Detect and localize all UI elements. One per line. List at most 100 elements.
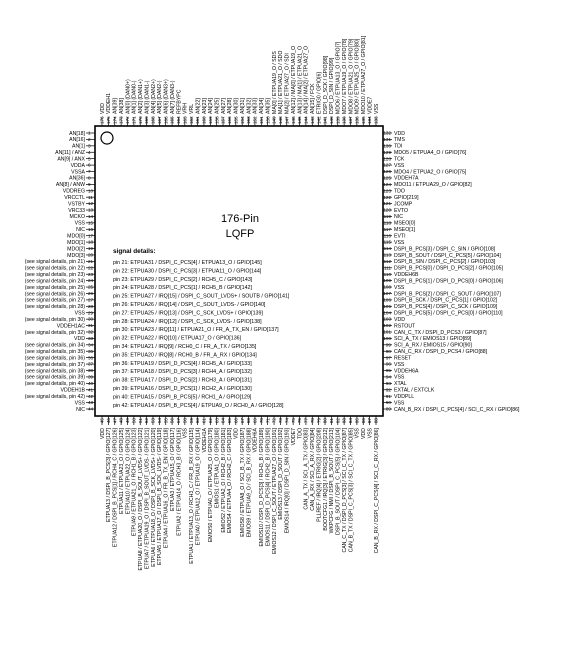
pin-number: 12: [88, 201, 94, 206]
pin-number: 1: [88, 131, 91, 136]
pin-label: (see signal details, pin 35): [25, 349, 86, 355]
pin-label: AN[9] / ANX: [57, 156, 85, 162]
pin-number: 154: [240, 116, 245, 124]
pin-label: VDDE7: [291, 428, 297, 445]
pin-label: ETPUA8 / ETPUA20_O / DSPI_B_SOUT_LVDS+ /…: [138, 427, 144, 570]
pin-label: VDDEH1AC: [57, 323, 86, 329]
pin-label: CAN_A_TX / SCI_A_TX / GPIO[83]: [304, 427, 310, 509]
pin-number: 114: [384, 246, 392, 251]
pin-number: 42: [88, 394, 94, 399]
pin-label: RSTOUT: [394, 323, 416, 329]
signal-details-list: pin 21: ETPUA31 / DSPI_C_PCS[4] / ETPUA1…: [113, 260, 290, 409]
pin-number: 46: [106, 418, 111, 424]
pin-label: MDO9 / ETPUA25_O / GPIO[80]: [355, 38, 361, 114]
pin1-indicator: [100, 131, 114, 145]
pin-label: VDDPLL: [394, 394, 414, 400]
pin-label: MDO5 / ETPUA4_O / GPIO[76]: [394, 150, 467, 156]
pin-label: AN[18]: [69, 131, 85, 137]
pin-number: 122: [383, 195, 391, 200]
pin-label: AN[32]: [246, 98, 252, 114]
pin-label: TMS: [394, 137, 405, 143]
pin-label: VDDA: [71, 163, 86, 169]
pin-label: (see signal details, pin 34): [25, 343, 86, 349]
pin-label: VDD: [74, 336, 85, 342]
pin-number: 135: [361, 116, 366, 124]
pin-label: EMIOS2 / ETPUA2_O / RCH2_B / GPIO[181]: [221, 427, 227, 532]
pin-number: 160: [202, 116, 207, 124]
pin-number: 99: [386, 342, 392, 347]
pin-label: (see signal details, pin 25): [25, 285, 86, 291]
pin-label: AN[14] / MA[2] / ETPUA27_O: [304, 46, 310, 114]
pin-label: (see signal details, pin 32): [25, 330, 86, 336]
pin-label: MDO6 / ETPUA13_O / GPIO[7]: [336, 41, 342, 114]
pin-label: AN[39]: [113, 98, 119, 114]
pin-label: NIC: [394, 214, 403, 220]
pin-number: 23: [88, 272, 94, 277]
pin-label: (see signal details, pin 23): [25, 272, 86, 278]
pin-label: (see signal details, pin 39): [25, 375, 86, 381]
pin-label: PLLREF / IRQ[4] / ETRIG[2] / GPIO[208]: [316, 427, 322, 521]
pin-label: VSS: [394, 240, 405, 246]
pin-label: VRL: [189, 104, 195, 114]
pin-label: VDD: [361, 428, 367, 439]
pin-label: AN[12] / MA[0] / ETPUA19_O: [291, 46, 297, 114]
pin-number: 60: [195, 418, 200, 424]
pin-number: 76: [297, 418, 302, 424]
pin-label: MA[0] / ETPUA19_O / SDS: [272, 51, 278, 114]
pin-label: AN[27]: [221, 98, 227, 114]
pin-number: 8: [88, 176, 91, 181]
pin-number: 79: [316, 418, 321, 424]
pin-number: 137: [348, 116, 353, 124]
pin-number: 107: [383, 291, 391, 296]
pin-number: 64: [221, 418, 226, 424]
pin-number: 116: [384, 233, 392, 238]
pin-number: 31: [88, 323, 94, 328]
pin-label: JCOMP: [394, 201, 413, 207]
pin-number: 15: [88, 220, 94, 225]
pin-number: 95: [386, 368, 392, 373]
pin-label: CAN_B_RX / DSPI_C_PCS[4] / SCI_C_RX / GP…: [374, 427, 380, 553]
signal-detail-line: pin 26: ETPUA26 / IRQ[14] / DSPI_C_SOUT_…: [113, 302, 266, 308]
pin-number: 58: [182, 418, 187, 424]
pin-number: 35: [88, 349, 94, 354]
pin-number: 142: [316, 116, 321, 124]
pin-label: AN[4] (DAN2+): [151, 79, 157, 114]
pin-number: 4: [88, 150, 91, 155]
pin-number: 141: [323, 116, 328, 124]
pin-number: 108: [383, 285, 391, 290]
pin-label: AN[22]: [195, 98, 201, 114]
pin-number: 30: [88, 317, 94, 322]
signal-detail-line: pin 42: ETPUA14 / DSPI_B_PCS[4] / ETPUA9…: [113, 403, 284, 409]
pin-number: 85: [354, 418, 359, 424]
pin-label: TDO: [394, 189, 405, 195]
pin-label: VDD: [100, 103, 106, 114]
pin-number: 91: [386, 394, 392, 399]
pin-number: 9: [88, 182, 91, 187]
pin-number: 65: [227, 418, 232, 424]
pin-label: MA[2] / ETPUA27_O / SDI: [285, 53, 291, 114]
pin-label: AN[25]: [214, 98, 220, 114]
pin-label: XTAL: [394, 381, 407, 387]
pin-number: 94: [386, 375, 392, 380]
pin-label: VDDEH6B: [394, 272, 419, 278]
pin-label: AN[34]: [259, 98, 265, 114]
pin-label: CAN_A_RX / SCI_A_RX / GPIO[84]: [310, 427, 316, 510]
pin-label: ETPUA13 / DSPI_B_PCS[3] / GPIO[127]: [106, 427, 112, 522]
pin-number: 3: [88, 143, 91, 148]
pin-label: VSS: [75, 311, 86, 317]
pin-number: 151: [259, 116, 264, 124]
pin-number: 11: [88, 195, 93, 200]
pin-label: (see signal details, pin 42): [25, 394, 86, 400]
pin-label: EMIOS8 / ETPUA8_O / SCI_B_TX / GPIO[187]: [240, 427, 246, 536]
pin-number: 25: [88, 285, 94, 290]
pin-number: 81: [329, 418, 334, 424]
pin-number: 169: [144, 116, 149, 124]
pin-number: 43: [88, 400, 94, 405]
pin-number: 49: [125, 418, 130, 424]
pin-number: 125: [383, 176, 391, 181]
pin-number: 14: [88, 214, 94, 219]
pin-label: EXTAL / EXTCLK: [394, 388, 435, 394]
pin-label: DSPI_B_SOUT / DSPI_C_PCS[5] / GPIO[104]: [394, 253, 501, 259]
